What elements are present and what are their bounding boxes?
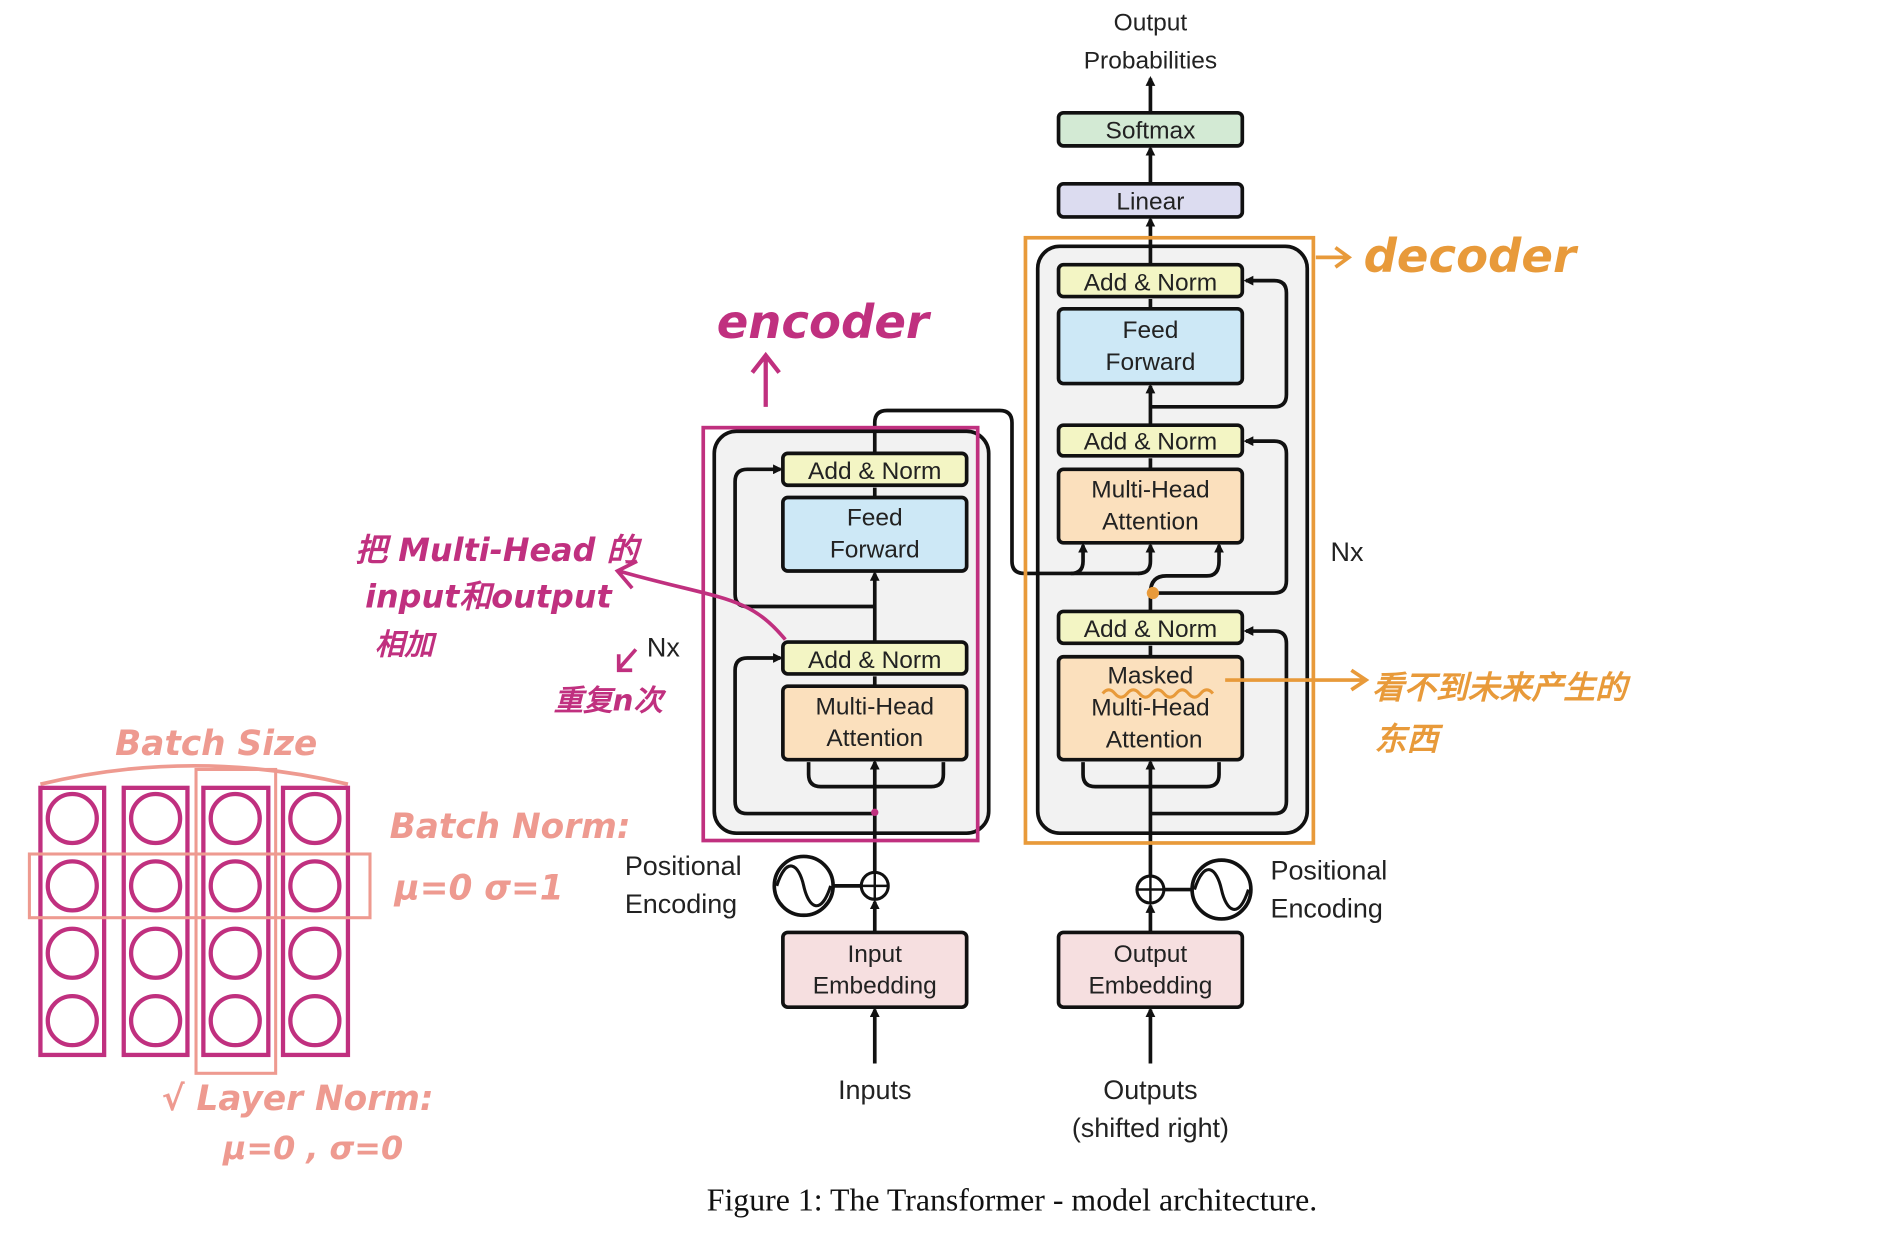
- linear-block: Linear: [1056, 182, 1245, 219]
- batch-norm-stats: μ=0 σ=1: [394, 868, 564, 908]
- svg-text:Feed: Feed: [1123, 317, 1179, 344]
- svg-text:Embedding: Embedding: [1088, 973, 1212, 1000]
- decoder-masked-multi-head-attention: Masked Multi-Head Attention: [1056, 654, 1245, 762]
- decoder-sine-icon: [1190, 858, 1253, 921]
- svg-text:Add & Norm: Add & Norm: [808, 458, 941, 485]
- encoder-multi-head-attention: Multi-Head Attention: [781, 684, 969, 762]
- encoder-add-icon: [859, 870, 890, 901]
- layer-norm-stats: μ=0 , σ=0: [222, 1129, 403, 1167]
- encoder-highlight-box: [701, 425, 980, 843]
- batch-norm-label: Batch Norm:: [390, 807, 631, 847]
- decoder-annotation: decoder: [1364, 229, 1579, 283]
- decoder-add-norm-bottom: Add & Norm: [1056, 609, 1245, 646]
- decoder-multi-head-attention: Multi-Head Attention: [1056, 467, 1245, 545]
- output-embedding: Output Embedding: [1056, 930, 1245, 1009]
- svg-text:Attention: Attention: [1106, 726, 1203, 753]
- decoder-positional-encoding-label: Positional: [1270, 856, 1387, 886]
- outputs-shifted-label: (shifted right): [1072, 1113, 1229, 1143]
- svg-text:Multi-Head: Multi-Head: [816, 693, 934, 720]
- svg-text:Attention: Attention: [1102, 508, 1199, 535]
- decoder-nx-label: Nx: [1331, 537, 1364, 567]
- sample-columns: [38, 785, 351, 1058]
- svg-text:Forward: Forward: [830, 537, 920, 564]
- decoder-arrow-right-icon: [1315, 246, 1353, 269]
- encoder-layer-block: [712, 429, 991, 836]
- svg-text:Feed: Feed: [847, 505, 903, 532]
- svg-text:Embedding: Embedding: [813, 973, 937, 1000]
- svg-text:Attention: Attention: [826, 725, 923, 752]
- decoder-add-norm-mid: Add & Norm: [1056, 423, 1245, 458]
- input-embedding: Input Embedding: [781, 930, 969, 1009]
- encoder-nx-label: Nx: [647, 633, 680, 663]
- svg-text:把 Multi-Head 的: 把 Multi-Head 的: [355, 531, 642, 569]
- svg-text:Softmax: Softmax: [1105, 118, 1195, 145]
- decoder-branch-dot: [1146, 586, 1160, 600]
- batch-size-label: Batch Size: [115, 724, 317, 764]
- masked-underline: [1101, 688, 1215, 699]
- svg-text:input和output: input和output: [365, 578, 613, 616]
- encoder-annotation: encoder: [717, 295, 932, 349]
- decoder-add-norm-top: Add & Norm: [1056, 262, 1245, 299]
- encoder-add-norm-bottom: Add & Norm: [781, 640, 969, 676]
- outputs-label: Outputs: [1103, 1075, 1197, 1105]
- encoder-branch-dot: [871, 808, 879, 817]
- decoder-highlight-box: [1023, 235, 1316, 845]
- svg-text:Add & Norm: Add & Norm: [1084, 616, 1217, 643]
- mask-note: 看不到未来产生的 东西: [1372, 668, 1631, 757]
- decoder-positional-encoding-label-2: Encoding: [1270, 894, 1382, 924]
- encoder-feed-forward: Feed Forward: [781, 495, 969, 573]
- svg-text:Add & Norm: Add & Norm: [808, 647, 941, 674]
- encoder-add-norm-top: Add & Norm: [781, 451, 969, 488]
- mask-note-arrow-icon: [1225, 668, 1370, 692]
- output-probabilities-label-2: Probabilities: [1084, 48, 1217, 75]
- inputs-label: Inputs: [838, 1075, 911, 1105]
- svg-text:Add & Norm: Add & Norm: [1084, 269, 1217, 296]
- svg-text:相加: 相加: [375, 627, 437, 661]
- layer-norm-label: √ Layer Norm:: [162, 1079, 434, 1119]
- svg-text:Add & Norm: Add & Norm: [1084, 429, 1217, 456]
- svg-text:Forward: Forward: [1105, 349, 1195, 376]
- residual-note: 把 Multi-Head 的 input和output 相加: [355, 531, 642, 661]
- svg-text:Masked: Masked: [1108, 663, 1194, 690]
- svg-text:Multi-Head: Multi-Head: [1091, 476, 1209, 503]
- svg-text:Multi-Head: Multi-Head: [1091, 695, 1209, 722]
- svg-text:东西: 东西: [1375, 720, 1444, 758]
- repeat-note: 重复n次: [554, 684, 667, 718]
- batch-size-brace: [40, 763, 349, 786]
- output-probabilities-label: Output: [1114, 10, 1188, 37]
- encoder-arrow-up-icon: [750, 351, 781, 407]
- svg-text:看不到未来产生的: 看不到未来产生的: [1372, 668, 1631, 706]
- figure-caption: Figure 1: The Transformer - model archit…: [707, 1183, 1317, 1218]
- svg-text:Linear: Linear: [1116, 189, 1184, 216]
- decoder-feed-forward: Feed Forward: [1056, 306, 1245, 386]
- connections: [733, 76, 1289, 1064]
- encoder-positional-encoding-label: Positional: [625, 851, 742, 881]
- decoder-add-icon: [1135, 874, 1166, 905]
- svg-text:Input: Input: [848, 941, 903, 968]
- residual-note-arrow-icon: [614, 559, 787, 641]
- svg-text:Output: Output: [1114, 941, 1188, 968]
- norm-sketch: Batch Size Batch Norm: μ=0 σ=1 √ Layer N…: [27, 724, 631, 1167]
- layer-norm-highlight: [194, 767, 278, 1075]
- encoder-positional-encoding-label-2: Encoding: [625, 889, 737, 919]
- softmax-block: Softmax: [1056, 110, 1245, 148]
- batch-norm-highlight: [27, 852, 372, 920]
- encoder-sine-icon: [772, 854, 835, 918]
- repeat-note-arrow-icon: [616, 648, 638, 673]
